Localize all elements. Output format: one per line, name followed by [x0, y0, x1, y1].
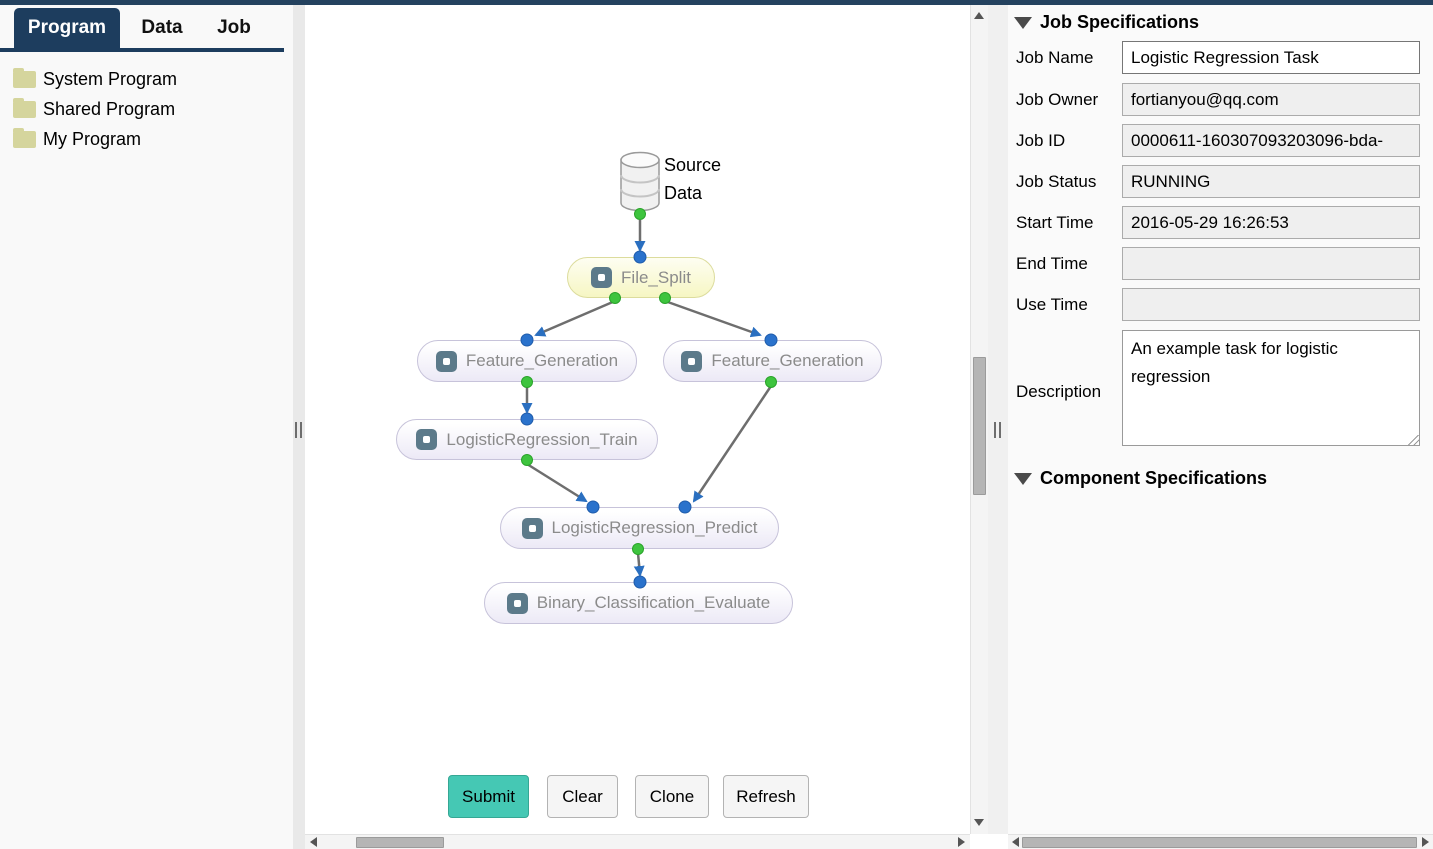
tab-program[interactable]: Program: [14, 8, 120, 48]
description-textarea[interactable]: An example task for logistic regression: [1122, 330, 1420, 446]
node-label: File_Split: [621, 267, 691, 287]
horizontal-scroll-thumb[interactable]: [356, 837, 444, 848]
job-name-label: Job Name: [1016, 48, 1094, 67]
job-name-input[interactable]: [1122, 41, 1420, 74]
node-label: Feature_Generation: [465, 351, 619, 370]
tab-job[interactable]: Job: [206, 8, 262, 48]
node-feature-generation-left[interactable]: Feature_Generation: [417, 340, 637, 382]
job-status-label: Job Status: [1016, 172, 1097, 191]
use-time-label: Use Time: [1016, 295, 1088, 314]
clear-button[interactable]: Clear: [547, 775, 618, 818]
node-label: LogisticRegression_Predict: [551, 518, 758, 537]
resize-handle-icon[interactable]: [1408, 435, 1419, 446]
section-title: Component Specifications: [1040, 468, 1268, 488]
node-label: Binary_Classification_Evaluate: [536, 593, 771, 612]
canvas-horizontal-scrollbar[interactable]: [305, 834, 970, 849]
node-logisticregression-predict[interactable]: LogisticRegression_Predict: [500, 507, 779, 549]
scroll-up-icon[interactable]: [974, 12, 984, 19]
node-binary-classification-evaluate[interactable]: Binary_Classification_Evaluate: [484, 582, 793, 624]
folder-icon: [13, 127, 36, 148]
submit-button[interactable]: Submit: [448, 775, 529, 818]
job-id-input[interactable]: [1122, 124, 1420, 157]
end-time-label: End Time: [1016, 254, 1088, 273]
collapse-icon[interactable]: [1014, 16, 1032, 29]
component-specifications-header[interactable]: Component Specifications: [1014, 468, 1267, 489]
tab-underline: [0, 48, 284, 52]
horizontal-scroll-thumb[interactable]: [1022, 837, 1417, 848]
node-logisticregression-train[interactable]: LogisticRegression_Train: [396, 419, 658, 460]
database-icon[interactable]: [620, 151, 660, 212]
component-icon: [435, 350, 457, 372]
end-time-input[interactable]: [1122, 247, 1420, 280]
job-id-label: Job ID: [1016, 131, 1066, 150]
scroll-left-icon[interactable]: [310, 837, 317, 847]
tab-data[interactable]: Data: [132, 8, 192, 48]
scroll-down-icon[interactable]: [974, 819, 984, 826]
workflow-canvas[interactable]: Source Data File_Split Feature_Generatio…: [305, 5, 970, 834]
tab-data-label: Data: [141, 17, 183, 38]
sidebar-item-shared-program[interactable]: Shared Program: [13, 96, 175, 122]
tab-program-label: Program: [27, 17, 107, 38]
component-icon: [416, 429, 438, 450]
job-owner-label: Job Owner: [1016, 90, 1099, 109]
source-data-label: Source Data: [664, 155, 722, 203]
folder-label: System Program: [43, 68, 178, 89]
job-status-input[interactable]: [1122, 165, 1420, 198]
folder-label: Shared Program: [43, 98, 176, 119]
sidebar: Program Data Job System Program Shared P…: [0, 5, 293, 849]
start-time-input[interactable]: [1122, 206, 1420, 239]
node-feature-generation-right[interactable]: Feature_Generation: [663, 340, 882, 382]
scroll-right-icon[interactable]: [1422, 837, 1429, 847]
folder-icon: [13, 97, 36, 118]
job-owner-input[interactable]: [1122, 83, 1420, 116]
job-specifications-header[interactable]: Job Specifications: [1014, 12, 1199, 33]
node-label: LogisticRegression_Train: [446, 429, 638, 449]
folder-icon: [13, 67, 36, 88]
start-time-label: Start Time: [1016, 213, 1094, 232]
component-icon: [521, 517, 543, 539]
component-icon: [506, 592, 528, 614]
right-splitter[interactable]: [988, 5, 1008, 834]
node-label: Feature_Generation: [711, 351, 864, 370]
description-label: Description: [1016, 382, 1102, 401]
top-accent-bar: [0, 0, 1433, 5]
tab-job-label: Job: [217, 17, 251, 38]
node-file-split[interactable]: File_Split: [567, 257, 715, 298]
splitter-grip-icon[interactable]: [994, 422, 1001, 438]
clone-button[interactable]: Clone: [635, 775, 709, 818]
vertical-scroll-thumb[interactable]: [973, 357, 986, 495]
sidebar-item-my-program[interactable]: My Program: [13, 126, 141, 152]
output-port-icon: [634, 208, 646, 220]
scroll-left-icon[interactable]: [1012, 837, 1019, 847]
sidebar-item-system-program[interactable]: System Program: [13, 66, 177, 92]
component-icon: [591, 267, 613, 288]
canvas-vertical-scrollbar[interactable]: [970, 5, 988, 834]
scroll-right-icon[interactable]: [958, 837, 965, 847]
job-specifications-panel: Job Specifications Job Name Job Owner Jo…: [1008, 5, 1433, 834]
section-title: Job Specifications: [1040, 12, 1200, 32]
left-splitter[interactable]: [293, 5, 305, 849]
component-icon: [681, 350, 703, 372]
folder-label: My Program: [43, 128, 142, 149]
right-panel-horizontal-scrollbar[interactable]: [1008, 834, 1433, 849]
collapse-icon[interactable]: [1014, 472, 1032, 485]
splitter-grip-icon[interactable]: [295, 422, 302, 438]
use-time-input[interactable]: [1122, 288, 1420, 321]
refresh-button[interactable]: Refresh: [723, 775, 809, 818]
